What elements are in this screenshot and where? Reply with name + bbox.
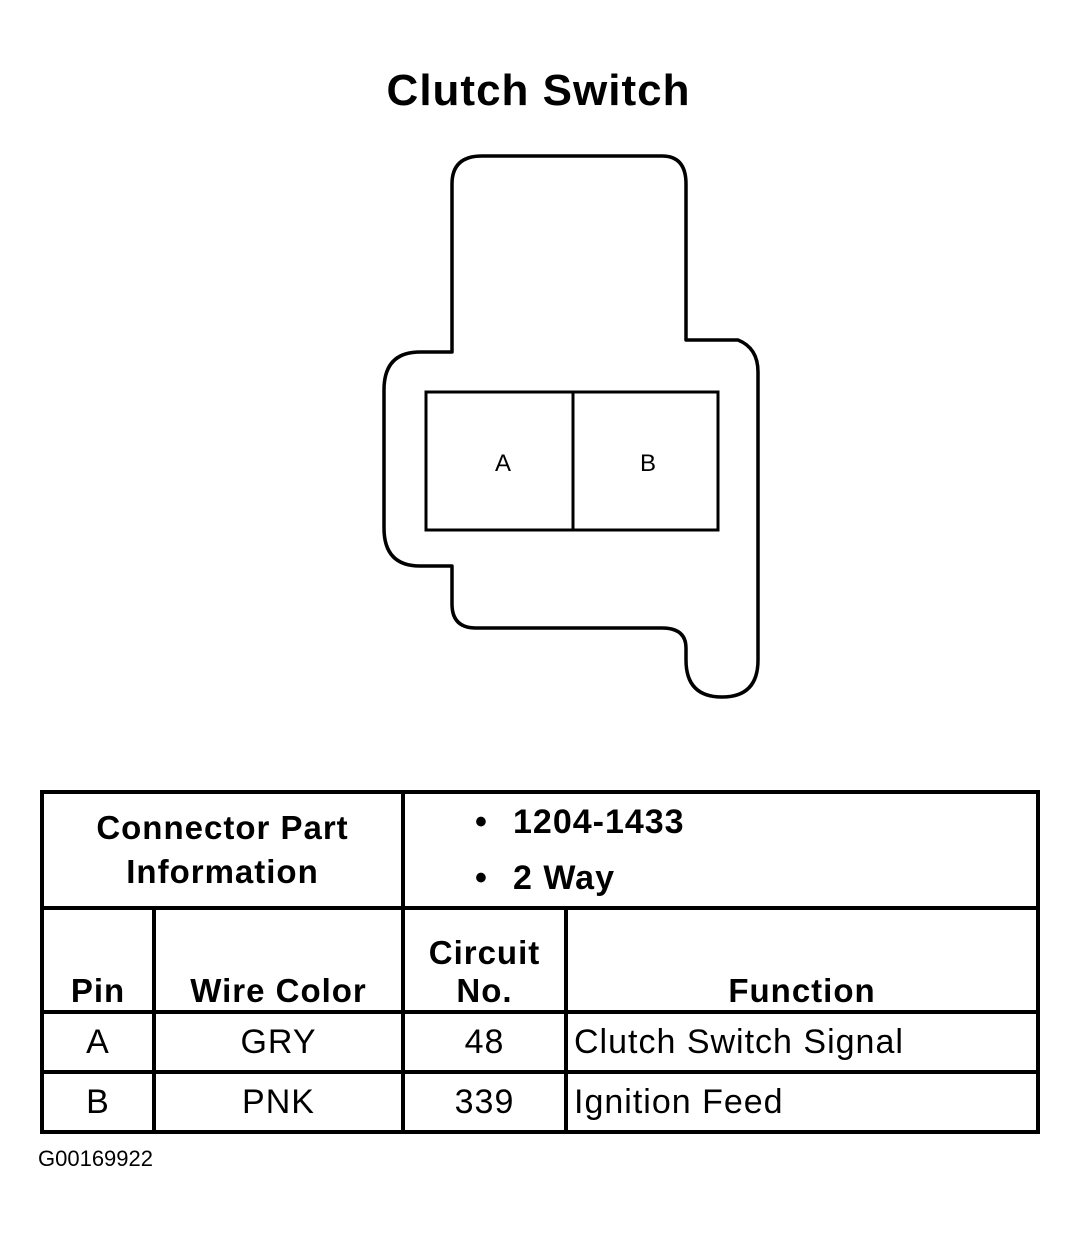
part-info-value: •2 Way [475, 850, 1036, 906]
cell-wire-color: PNK [152, 1070, 405, 1134]
header-pin: Pin [40, 906, 156, 1014]
cell-circuit: 48 [401, 1010, 568, 1074]
header-function: Function [563, 906, 1041, 1014]
pin-label-a: A [495, 450, 511, 477]
cell-function: Clutch Switch Signal [563, 1010, 1041, 1074]
pin-label-b: B [640, 450, 656, 477]
part-info-row: Connector Part Information •1204-1433 •2… [40, 790, 1041, 910]
part-info-label-line2: Information [126, 853, 319, 890]
image-code: G00169922 [38, 1146, 153, 1171]
cell-wire-color: GRY [152, 1010, 405, 1074]
cell-pin: B [40, 1070, 156, 1134]
cell-circuit: 339 [401, 1070, 568, 1134]
table-row: A GRY 48 Clutch Switch Signal [40, 1010, 1041, 1074]
header-circuit-line2: No. [456, 972, 513, 1009]
header-wire-color: Wire Color [152, 906, 405, 1014]
cell-pin: A [40, 1010, 156, 1074]
table-row: B PNK 339 Ignition Feed [40, 1070, 1041, 1134]
header-circuit-no: Circuit No. [401, 906, 568, 1014]
part-info-label-line1: Connector Part [96, 809, 349, 846]
pin-cavity-b [571, 390, 720, 532]
column-header-row: Pin Wire Color Circuit No. Function [40, 906, 1041, 1014]
bullet-icon: • [475, 803, 488, 841]
connector-housing-outline [382, 154, 760, 699]
diagram-title: Clutch Switch [386, 66, 691, 115]
connector-diagram: A B [382, 154, 760, 699]
connector-pinout-table: Connector Part Information •1204-1433 •2… [40, 790, 1041, 1134]
part-info-value: •1204-1433 [475, 794, 1036, 850]
header-circuit-line1: Circuit [428, 934, 541, 971]
bullet-icon: • [475, 859, 488, 897]
part-info-label: Connector Part Information [40, 790, 405, 910]
cell-function: Ignition Feed [563, 1070, 1041, 1134]
part-info-values: •1204-1433 •2 Way [400, 790, 1041, 910]
